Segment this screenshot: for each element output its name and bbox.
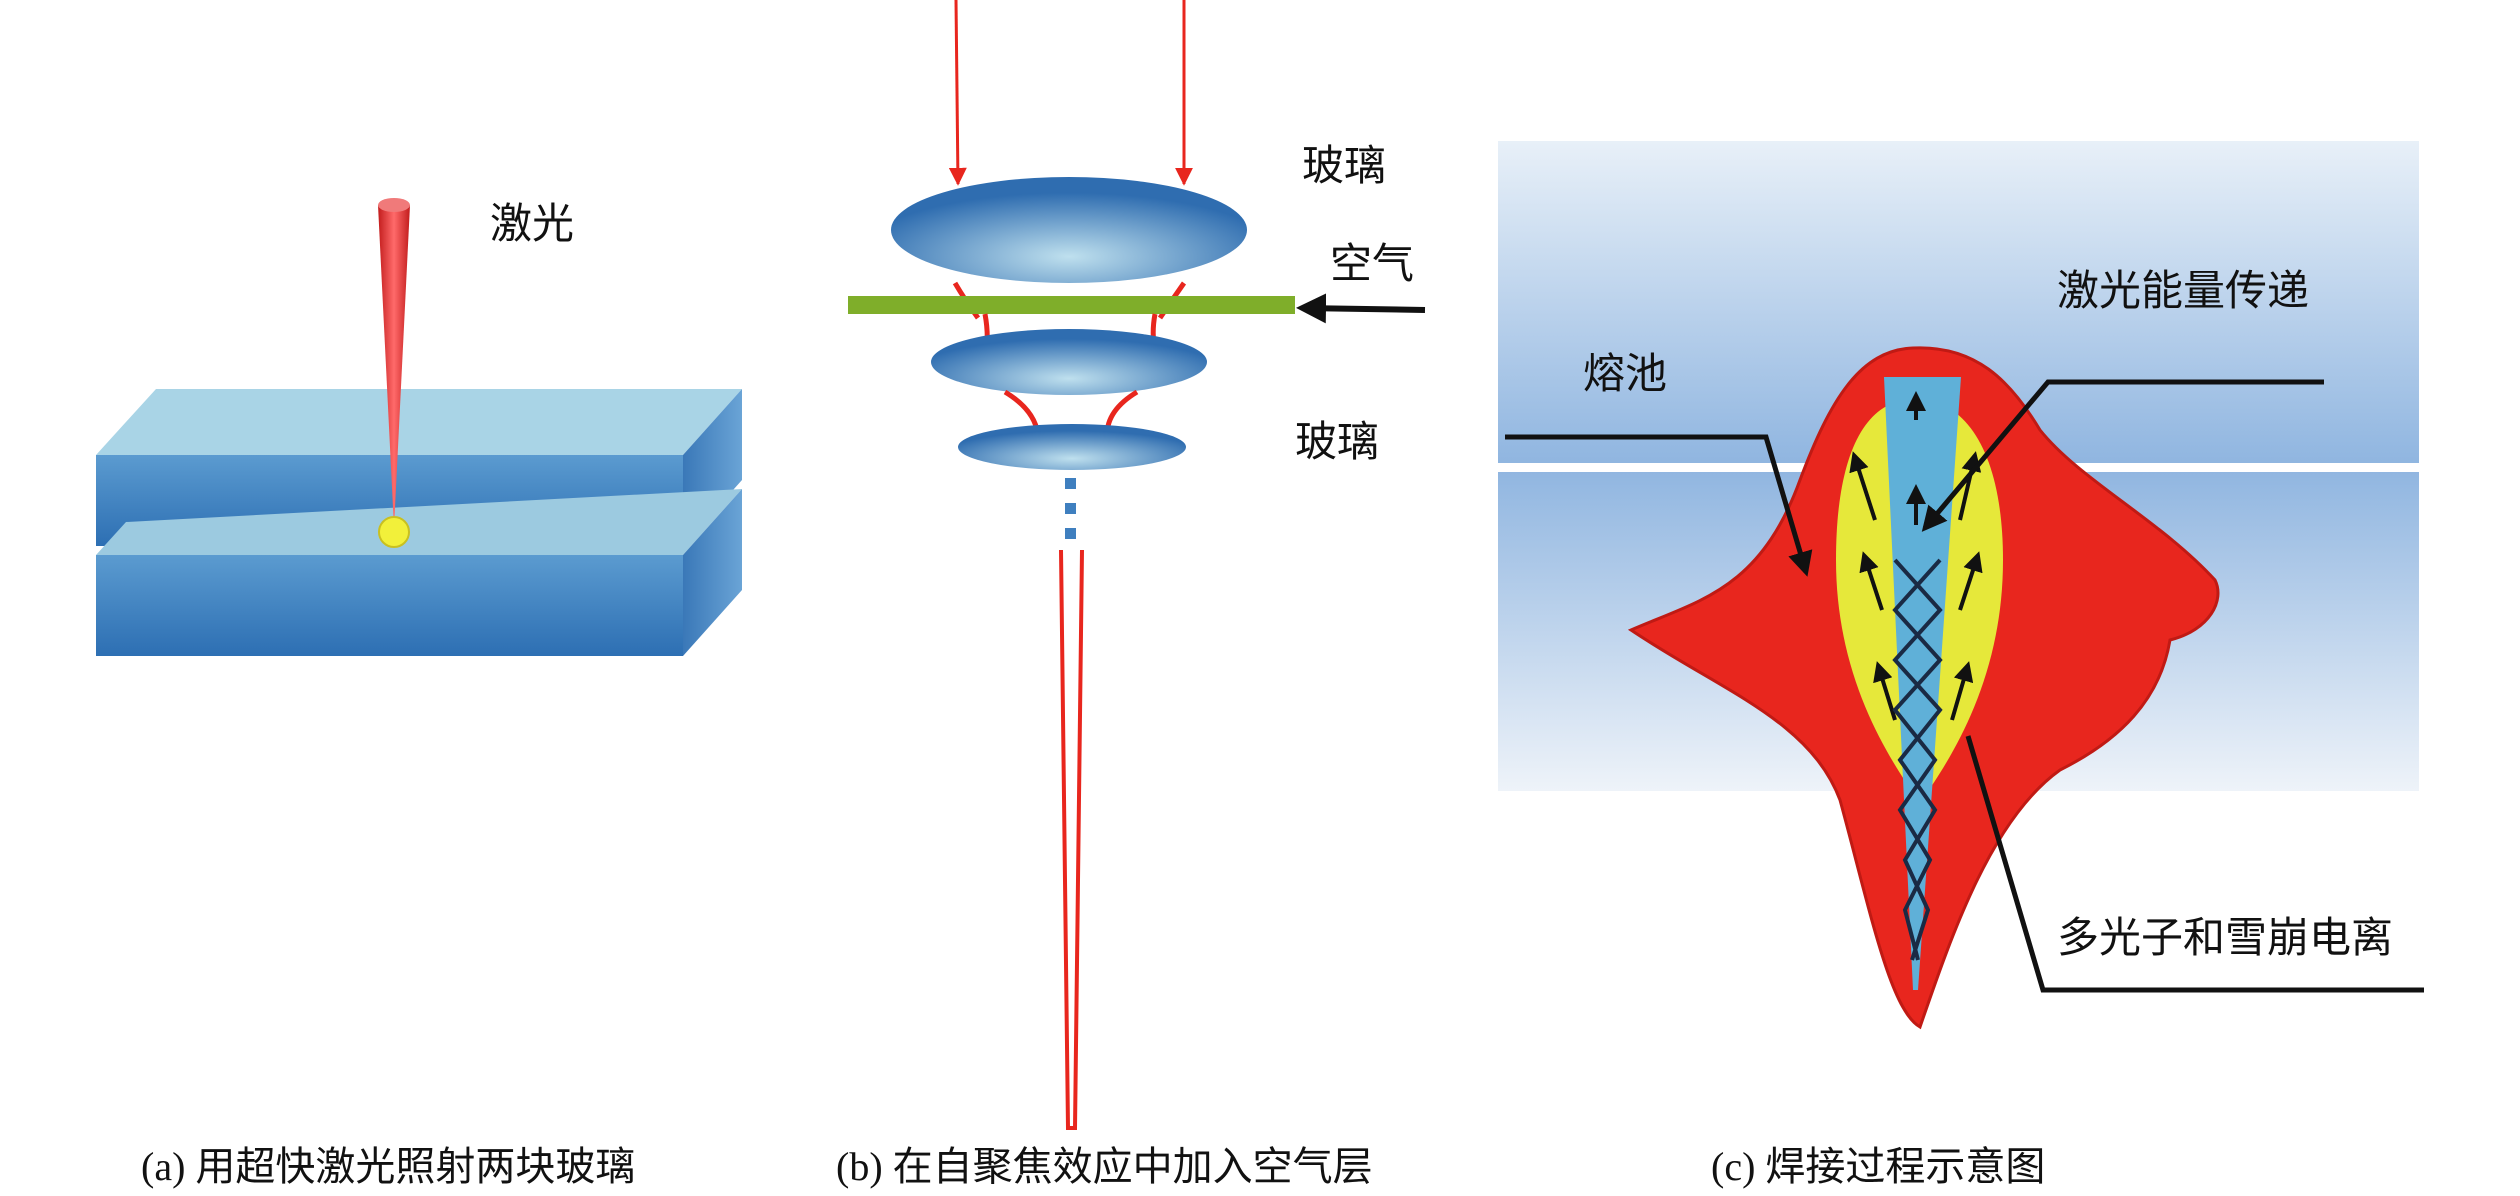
label-glass-top: 玻璃 — [1302, 141, 1386, 190]
continuation-dots — [1065, 478, 1076, 539]
label-air: 空气 — [1330, 239, 1414, 288]
panel-a: 激光 (a) 用超快激光照射两块玻璃 — [96, 198, 742, 1189]
focal-spot — [378, 516, 410, 548]
label-energy-transfer: 激光能量传递 — [2057, 266, 2309, 315]
label-glass-bottom: 玻璃 — [1295, 417, 1379, 466]
glass-lens-3 — [958, 424, 1186, 470]
caption-a: (a) 用超快激光照射两块玻璃 — [141, 1144, 635, 1189]
energy-arrows — [1849, 391, 1983, 721]
ionization-zigzag — [1892, 558, 1943, 961]
laser-beam-cone — [378, 198, 410, 528]
air-arrow — [1296, 293, 1426, 324]
laser-ray-left — [948, 0, 967, 186]
label-ionization: 多光子和雪崩电离 — [2057, 913, 2393, 962]
caption-c: (c) 焊接过程示意图 — [1711, 1144, 2045, 1189]
leader-melt-pool — [1505, 434, 1813, 577]
label-laser: 激光 — [490, 199, 574, 248]
glass-lens-1 — [891, 177, 1247, 283]
panel-c: 熔池 激光能量传递 多光子和雪崩电离 (c) 焊接过程示意图 — [1498, 141, 2424, 1189]
glass-slab-bottom — [96, 489, 742, 656]
air-layer — [848, 296, 1295, 314]
filament-beam — [1059, 549, 1084, 1130]
glass-lens-2 — [931, 329, 1207, 395]
leader-energy-transfer — [1921, 379, 2324, 532]
panel-b: 玻璃 空气 玻璃 (b) 在自聚焦效应中加入空气层 — [836, 0, 1426, 1189]
label-melt-pool: 熔池 — [1583, 349, 1667, 398]
leader-ionization — [1965, 735, 2424, 993]
caption-b: (b) 在自聚焦效应中加入空气层 — [836, 1144, 1373, 1189]
